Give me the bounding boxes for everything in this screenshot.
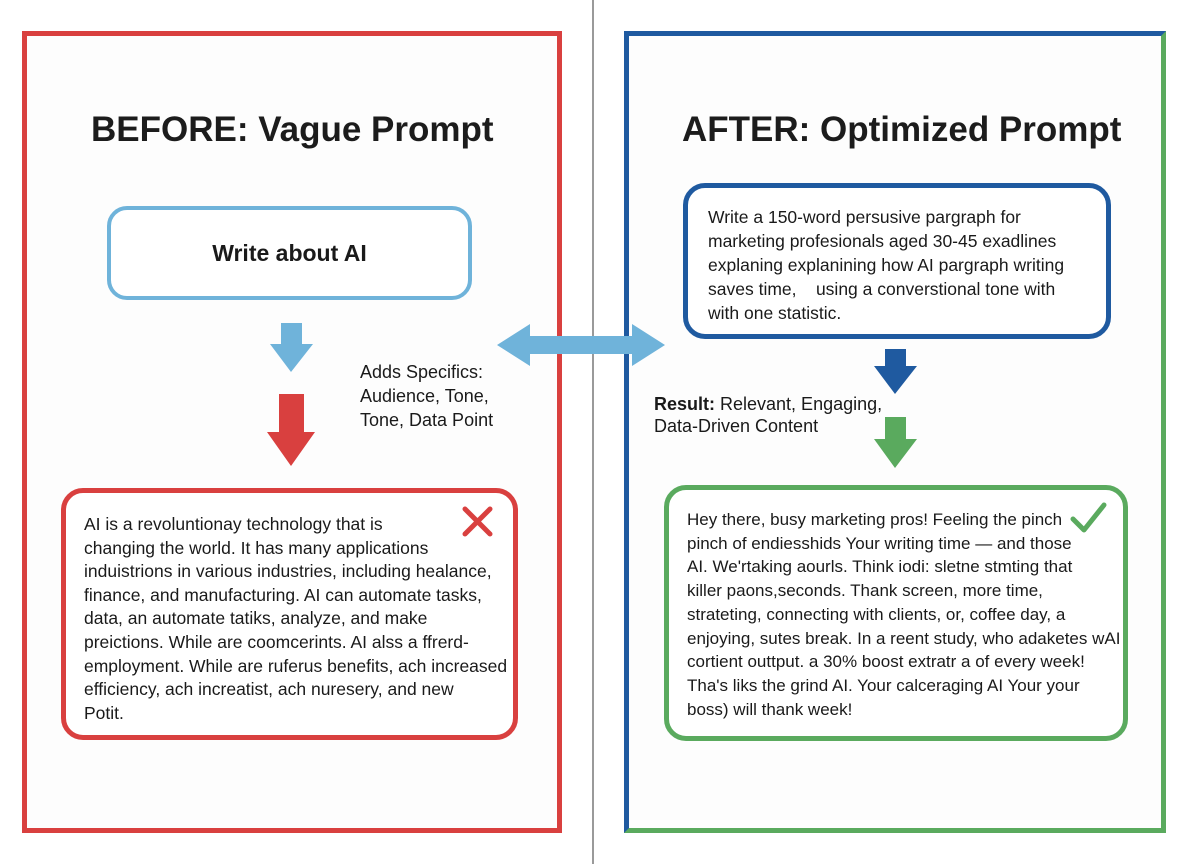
specifics-note-line: Tone, Data Point bbox=[360, 410, 494, 430]
down-arrow-icon bbox=[874, 417, 917, 468]
optimized-result-line: cortient outtput. a 30% boost extratr a … bbox=[687, 652, 1085, 672]
optimized-prompt-line: Write a 150-word persusive pargraph for bbox=[708, 207, 1021, 227]
result-label-rest: Relevant, Engaging, bbox=[715, 394, 883, 414]
optimized-result-line: pinch of endiesshids Your writing time —… bbox=[687, 533, 1072, 553]
result-label-line2: Data-Driven Content bbox=[654, 416, 819, 436]
down-arrow-icon bbox=[270, 323, 313, 372]
optimized-prompt-line: explaning explanining how AI pargraph wr… bbox=[708, 255, 1065, 275]
optimized-result-box: Hey there, busy marketing pros! Feeling … bbox=[664, 485, 1128, 741]
vague-result-line: data, an automate tatiks, analyze, and m… bbox=[84, 608, 428, 629]
vague-prompt-box: Write about AI bbox=[107, 206, 472, 300]
before-title: BEFORE: Vague Prompt bbox=[91, 110, 494, 149]
specifics-note-line: Adds Specifics: bbox=[360, 362, 484, 382]
vague-prompt-text: Write about AI bbox=[212, 239, 367, 266]
checkmark-icon bbox=[1070, 502, 1107, 533]
vague-result-line: induistrions in various industries, incl… bbox=[84, 561, 492, 582]
down-arrow-icon bbox=[267, 394, 315, 466]
specifics-note-line: Audience, Tone, bbox=[360, 386, 489, 406]
vague-result-line: finance, and manufacturing. AI can autom… bbox=[84, 584, 482, 605]
vague-result-line: preictions. While are coomcerints. AI al… bbox=[84, 631, 469, 652]
vague-result-line: efficiency, ach increatist, ach nuresery… bbox=[84, 679, 454, 700]
cross-icon bbox=[462, 506, 493, 537]
optimized-result-line: Hey there, busy marketing pros! Feeling … bbox=[687, 510, 1063, 529]
optimized-prompt-line: marketing profesionals aged 30-45 exadli… bbox=[708, 231, 1057, 251]
after-title: AFTER: Optimized Prompt bbox=[682, 110, 1122, 149]
optimized-result-line: strateting, connecting with clients, or,… bbox=[687, 604, 1066, 624]
vague-result-line: changing the world. It has many applicat… bbox=[84, 537, 429, 558]
optimized-result-line: enjoying, sutes break. In a reent study,… bbox=[687, 628, 1121, 648]
optimized-result-line: AI. We'rtaking aourls. Think iodi: sletn… bbox=[687, 557, 1073, 577]
optimized-prompt-line: with one statistic. bbox=[708, 303, 842, 323]
vague-result-line: employment. While are ruferus benefits, … bbox=[84, 655, 508, 676]
result-label-bold: Result: bbox=[654, 394, 716, 414]
double-arrow-icon bbox=[497, 324, 665, 366]
center-divider bbox=[592, 0, 594, 864]
result-label: Result: Relevant, Engaging, bbox=[654, 392, 882, 416]
vague-result-box: AI is a revoluntionay technology that is… bbox=[61, 488, 518, 740]
optimized-result-line: Tha's liks the grind AI. Your calceragin… bbox=[687, 675, 1080, 695]
vague-result-line: AI is a revoluntionay technology that is bbox=[84, 514, 383, 534]
optimized-prompt-line: saves time, using a converstional tone w… bbox=[708, 279, 1056, 299]
optimized-result-line: boss) will thank week! bbox=[687, 699, 853, 719]
down-arrow-icon bbox=[874, 349, 917, 394]
vague-result-line: Potit. bbox=[84, 702, 124, 723]
optimized-result-line: killer paons,seconds. Thank screen, more… bbox=[687, 581, 1043, 601]
optimized-prompt-box: Write a 150-word persusive pargraph for … bbox=[683, 183, 1111, 339]
